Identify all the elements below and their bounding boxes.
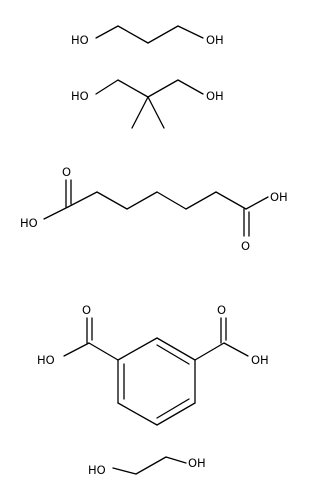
atom-label-oh: OH — [206, 33, 224, 47]
atom-label-oh: OH — [251, 353, 269, 367]
molecule-ethylene-glycol: HO OH — [88, 456, 206, 477]
atom-label-ho: HO — [20, 216, 38, 230]
structures-canvas: HO OH HO OH — [20, 25, 288, 477]
molecule-adipic-acid-bonds — [43, 179, 269, 237]
molecule-neopentyl-glycol-bonds — [95, 79, 204, 129]
molecule-propanediol-bonds — [95, 25, 204, 44]
molecule-adipic-acid: O HO OH O — [20, 165, 288, 253]
atom-label-ho: HO — [88, 463, 106, 477]
atom-label-ho: HO — [71, 33, 89, 47]
atom-label-ho: HO — [37, 353, 55, 367]
molecule-propanediol: HO OH — [71, 25, 224, 47]
atom-label-oh: OH — [206, 89, 224, 103]
atom-label-oh: OH — [270, 190, 288, 204]
atom-label-o: O — [82, 303, 91, 317]
atom-label-oh: OH — [188, 456, 206, 470]
molecule-isophthalic-acid-bonds — [63, 317, 249, 426]
atom-label-ho: HO — [71, 89, 89, 103]
atom-label-o: O — [62, 165, 71, 179]
atom-label-o: O — [241, 239, 250, 253]
atom-label-o: O — [217, 303, 226, 317]
molecule-isophthalic-acid: O O HO OH — [37, 303, 269, 426]
molecule-neopentyl-glycol: HO OH — [71, 79, 224, 129]
molecule-ethylene-glycol-bonds — [112, 456, 187, 475]
